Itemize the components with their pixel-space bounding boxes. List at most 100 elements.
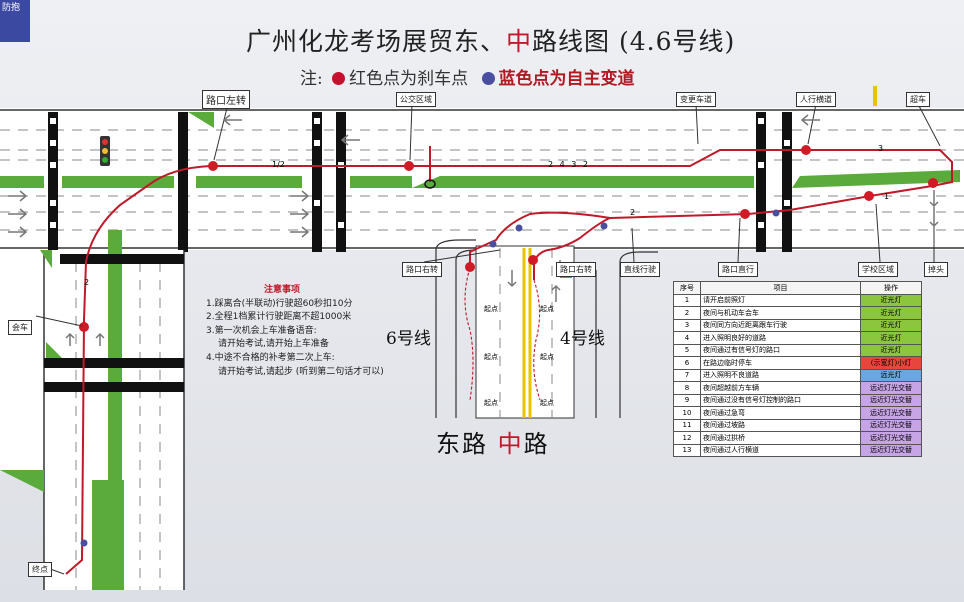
row-operation: 远近灯光交替 [860, 393, 922, 407]
legend: 注: 红色点为刹车点 蓝色点为自主变道 [300, 64, 635, 89]
row-item: 夜间同方向近距离跟车行驶 [700, 318, 861, 332]
legend-red-text: 红色点为刹车点 [349, 69, 469, 89]
label-left-turn: 路口左转 [202, 90, 250, 109]
row-operation: 远近灯光交替 [860, 418, 922, 432]
row-operation: 远光灯 [860, 368, 922, 382]
row-item: 夜间通过有信号灯的路口 [700, 343, 861, 357]
note-item: 4.中途不合格的补考第二次上车: [206, 352, 335, 363]
note-item: 请开始考试,请起步 (听到第二句话才可以) [218, 366, 384, 377]
corner-badge: 防抱 [0, 0, 30, 42]
row-number: 11 [673, 418, 701, 432]
row-operation: 近光灯 [860, 343, 922, 357]
row-number: 2 [673, 306, 701, 320]
row-operation: 近光灯 [860, 306, 922, 320]
green-median [0, 112, 960, 188]
mark-half: 1/2 [272, 160, 285, 169]
brake-points [79, 145, 938, 332]
row-item: 夜间通过人行横道 [700, 443, 861, 457]
row-number: 5 [673, 343, 701, 357]
label-straight: 直线行驶 [620, 262, 660, 277]
label-right-turn-b: 路口右转 [556, 262, 596, 277]
row-number: 12 [673, 431, 701, 445]
row-item: 在路边临时停车 [700, 356, 861, 370]
roads-east: 东路 [436, 430, 488, 458]
mark-three: 3 [878, 144, 884, 153]
note-item: 2.全程1档累计行驶距离不超1000米 [206, 312, 352, 323]
row-operation: 远近灯光交替 [860, 431, 922, 445]
lane-change-points [80, 209, 780, 547]
row-number: 13 [673, 443, 701, 457]
label-meet: 会车 [8, 320, 32, 335]
row-item: 夜间通过拱桥 [700, 431, 861, 445]
mark-start-6: 起点 [540, 399, 554, 407]
row-number: 4 [673, 331, 701, 345]
table-header-cell: 序号 [673, 281, 701, 295]
mark-two: 2 [630, 208, 636, 217]
mark-start-4: 起点 [540, 305, 554, 313]
mark-start-1: 起点 [484, 305, 498, 313]
note-item: 1.踩离合(半联动)行驶超60秒扣10分 [206, 298, 353, 309]
row-item: 夜间通过没有信号灯控制的路口 [700, 393, 861, 407]
title-suffix: 路线图 (4.6号线) [532, 27, 736, 56]
notes-panel: 注意事项 1.踩离合(半联动)行驶超60秒扣10分 2.全程1档累计行驶距离不超… [206, 284, 384, 379]
title-mid: 中 [506, 27, 533, 56]
label-lane-change: 变更车道 [676, 92, 716, 107]
row-operation: (示宽灯)小灯 [860, 356, 922, 370]
row-operation: 远近灯光交替 [860, 443, 922, 457]
roads-mid: 中 [497, 430, 524, 458]
label-school: 学校区域 [858, 262, 898, 277]
legend-note: 注: [300, 69, 323, 89]
row-number: 1 [673, 293, 701, 307]
red-dot-icon [332, 72, 346, 85]
row-operation: 近光灯 [860, 318, 922, 332]
row-number: 9 [673, 393, 701, 407]
row-item: 进入照明良好的道路 [700, 331, 861, 345]
mark-seq: 2 4 3 2 [548, 160, 590, 169]
blue-dot-icon [481, 72, 495, 85]
roads-road: 路 [523, 430, 550, 458]
mark-start-2: 起点 [484, 353, 498, 361]
legend-blue-text: 蓝色点为自主变道 [498, 69, 635, 89]
row-operation: 近光灯 [860, 331, 922, 345]
note-item: 3.第一次机会上车准备语音: [206, 325, 317, 336]
label-u-turn: 掉头 [924, 262, 948, 277]
label-go-straight: 路口直行 [718, 262, 758, 277]
row-item: 进入照明不良道路 [700, 368, 861, 382]
table-header-cell: 操作 [860, 281, 922, 295]
row-operation: 近光灯 [860, 293, 922, 307]
row-number: 7 [673, 368, 701, 382]
notes-heading: 注意事项 [264, 285, 301, 295]
mark-start-5: 起点 [540, 353, 554, 361]
crosswalks [48, 112, 792, 252]
mark-one: 1 [884, 192, 890, 201]
row-item: 夜间通过急弯 [700, 406, 861, 420]
line-four-label: 4号线 [560, 329, 605, 349]
mark-two-b: 2 [84, 278, 90, 287]
label-right-turn-a: 路口右转 [402, 262, 442, 277]
row-item: 夜间通过坡路 [700, 418, 861, 432]
route-line [65, 146, 953, 575]
label-bus-zone: 公交区域 [396, 92, 436, 107]
row-item: 请开启前照灯 [700, 293, 861, 307]
mark-start-3: 起点 [484, 399, 498, 407]
label-crosswalk: 人行横道 [796, 92, 836, 107]
lane-arrows [8, 114, 939, 346]
row-item: 夜间与机动车会车 [700, 306, 861, 320]
row-number: 10 [673, 406, 701, 420]
row-number: 6 [673, 356, 701, 370]
row-number: 3 [673, 318, 701, 332]
note-item: 请开始考试,请开始上车准备 [218, 339, 329, 350]
